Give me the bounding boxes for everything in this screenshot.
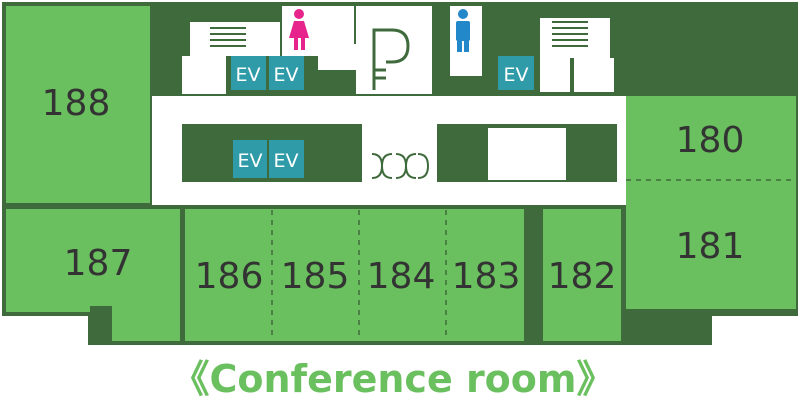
- outer-notch-left: [2, 316, 88, 346]
- elevator-label: EV: [237, 150, 262, 172]
- elevator: [269, 140, 304, 178]
- elevator-label: EV: [235, 64, 260, 86]
- room-label-184: 184: [367, 256, 436, 297]
- room-188[interactable]: [6, 6, 150, 203]
- service-area-right: [540, 18, 610, 58]
- room-181[interactable]: [626, 180, 796, 309]
- room-label-186: 186: [195, 256, 264, 297]
- room-label-180: 180: [676, 120, 745, 161]
- room-label-185: 185: [281, 256, 350, 297]
- room-label-182: 182: [548, 256, 617, 297]
- parking-icon: [372, 28, 410, 90]
- elevator-group: EV EV EV EV EV: [231, 56, 534, 178]
- stairs-icon: [210, 27, 246, 47]
- storage-room: [488, 128, 566, 180]
- elevator: [231, 56, 266, 90]
- elevator: [269, 56, 304, 90]
- elevator-label: EV: [273, 64, 298, 86]
- elevator-label: EV: [273, 150, 298, 172]
- door-icon: [371, 153, 430, 179]
- service-area-mid: [318, 44, 358, 70]
- elevator: [233, 140, 267, 178]
- room-label-183: 183: [452, 256, 521, 297]
- stairs-icon: [552, 21, 588, 47]
- room-187[interactable]: [6, 209, 180, 341]
- service-area-center: [356, 6, 432, 94]
- room-block-186-183: [185, 209, 524, 341]
- room-180[interactable]: [626, 96, 796, 180]
- elevator-label: EV: [503, 64, 528, 86]
- service-area-left-low: [182, 56, 226, 94]
- room-label-187: 187: [64, 243, 133, 284]
- male-restroom-icon: [456, 9, 470, 52]
- map-caption: 《Conference room》: [172, 357, 615, 400]
- room-label-181: 181: [676, 226, 745, 267]
- room-label-188: 188: [42, 83, 111, 124]
- outer-notch-right: [712, 316, 800, 346]
- service-area-right-low2: [574, 58, 614, 92]
- service-area-right-low: [540, 58, 570, 92]
- room-182[interactable]: [543, 209, 621, 341]
- female-restroom-icon: [289, 9, 309, 50]
- elevator: [498, 56, 534, 90]
